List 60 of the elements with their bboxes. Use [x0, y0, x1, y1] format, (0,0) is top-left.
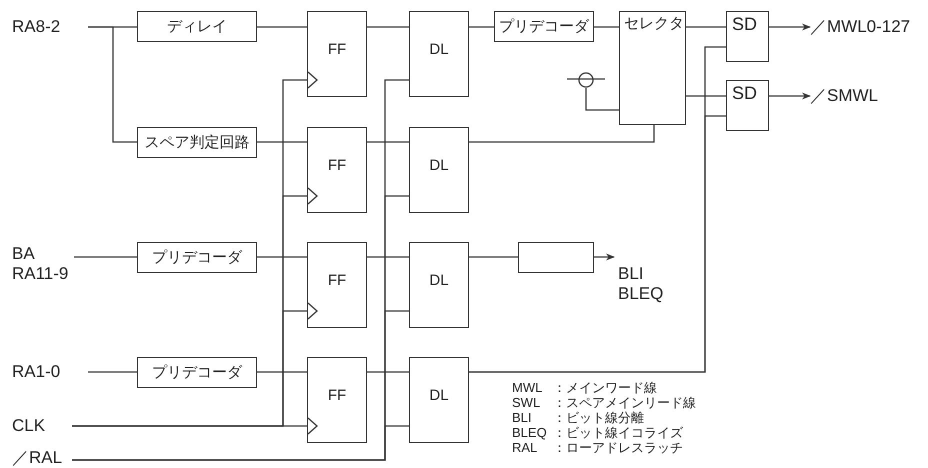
signal-wire: [257, 141, 307, 143]
signal-wire: [74, 256, 137, 258]
signal-wire: [594, 26, 619, 28]
signal-label: RA1-0: [12, 362, 88, 382]
signal-wire: [585, 88, 619, 111]
legend-term: BLEQ: [512, 425, 547, 440]
fuse-symbol: [567, 72, 605, 88]
signal-label: RA8-2: [12, 17, 88, 37]
signal-wire: [257, 26, 307, 28]
legend-term: BLI: [512, 410, 532, 425]
circuit-block: プリデコーダ: [137, 357, 257, 388]
arrow: [72, 417, 318, 435]
signal-wire: [469, 115, 726, 373]
signal-wire: [257, 256, 307, 258]
signal-wire: [469, 26, 494, 28]
signal-wire: [367, 371, 409, 373]
signal-label: BA RA11-9: [12, 242, 74, 286]
legend-definition: ：ビット線イコライズ: [553, 425, 683, 440]
arrow: [769, 92, 811, 100]
flip-flop-block: FF: [307, 11, 367, 97]
circuit-block: スペア判定回路: [137, 127, 257, 158]
circuit-block: プリデコーダ: [137, 242, 257, 273]
arrow: [594, 253, 615, 261]
signal-wire: [88, 371, 137, 373]
driver-block: SD: [726, 11, 769, 62]
driver-block: SD: [726, 80, 769, 131]
signal-label: ／SMWL: [810, 86, 890, 106]
signal-wire: [88, 26, 137, 143]
circuit-block: [518, 242, 594, 273]
signal-wire: [367, 26, 409, 28]
signal-wire: [686, 26, 726, 28]
signal-wire: [367, 256, 409, 258]
circuit-block: プリデコーダ: [494, 11, 594, 42]
signal-wire: [257, 371, 307, 373]
legend-term: RAL: [512, 440, 538, 455]
signal-label: ／RAL: [12, 448, 72, 468]
legend-definition: ：スペアメインリード線: [553, 395, 696, 410]
signal-wire: [469, 256, 518, 258]
latch-block: DL: [409, 127, 469, 213]
legend-term: MWL: [512, 380, 542, 395]
legend-definition: ：ビット線分離: [553, 410, 644, 425]
circuit-block: ディレイ: [137, 11, 257, 42]
signal-wire: [686, 95, 726, 97]
signal-wire: [469, 125, 655, 143]
latch-block: DL: [409, 242, 469, 328]
signal-wire: [72, 425, 409, 461]
latch-block: DL: [409, 11, 469, 97]
legend-definition: ：ローアドレスラッチ: [553, 440, 683, 455]
legend-definition: ：メインワード線: [553, 380, 657, 395]
arrow: [769, 23, 811, 31]
flip-flop-block: FF: [307, 357, 367, 443]
selector-block: セレクタ: [619, 11, 686, 125]
signal-wire: [367, 141, 409, 143]
latch-block: DL: [409, 357, 469, 443]
signal-label: BLI BLEQ: [614, 250, 670, 304]
legend-term: SWL: [512, 395, 540, 410]
signal-label: ／MWL0-127: [810, 17, 922, 37]
signal-label: CLK: [12, 416, 72, 436]
flip-flop-block: FF: [307, 242, 367, 328]
flip-flop-block: FF: [307, 127, 367, 213]
